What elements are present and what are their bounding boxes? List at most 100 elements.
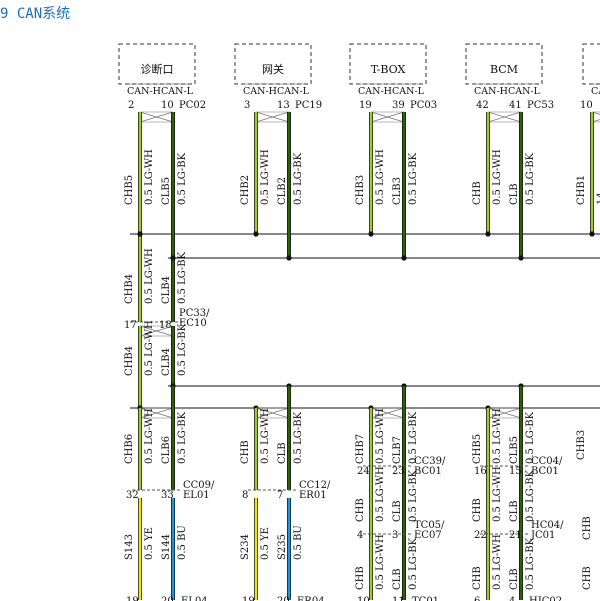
twist-top-b: [255, 111, 290, 123]
pin-number-h: 4: [357, 530, 363, 541]
mid-wire-l-name: CLB: [392, 500, 403, 522]
pin-number-l: 39: [392, 100, 405, 111]
junction-dot: [485, 231, 491, 237]
pin-number-l: 20: [161, 596, 174, 601]
top-wire-l-color: 0.5 LG-BK: [177, 152, 188, 205]
twist-lower-b: [370, 407, 405, 419]
top-wire-l-color: 0.5 LG-BK: [293, 152, 304, 205]
bottom-row-l-name: CLB: [509, 568, 520, 590]
trunk-wire-1-l-color: 0.5 LG-BK: [177, 251, 188, 304]
module-name: 网关: [262, 62, 284, 76]
pin-number-l: 18: [159, 320, 172, 331]
top-wire-h-name: CHB3: [355, 175, 366, 205]
pin-number-h: 2: [128, 100, 134, 111]
pin-number-l: 3: [392, 530, 398, 541]
junction-dot: [170, 255, 176, 261]
connector-id: PC03: [410, 100, 437, 111]
trunk-wire-2-h-color: 0.5 LG-WH: [144, 320, 155, 376]
lower-wire-h-name: CHB6: [124, 434, 135, 464]
lower-wire-h-color: 0.5 LG-WH: [144, 408, 155, 464]
connector-id: HC04/: [531, 520, 564, 531]
trunk-wire-2-h-name: CHB4: [124, 346, 135, 376]
bottom-row-l-color: 0.5 LG-BK: [525, 537, 536, 590]
lower-wire-l-name: CLB7: [392, 436, 403, 464]
pin-number-l: 4: [509, 596, 515, 601]
connector-id: ER01: [299, 490, 327, 501]
lower-wire-l-name: CLB: [277, 442, 288, 464]
lower-wire-h-name: CHB5: [472, 434, 483, 464]
bottom-wire-h-color: 0.5 YE: [144, 527, 155, 560]
lower-wire-l-color: 0.5 LG-BK: [293, 411, 304, 464]
pin-number-h: 19: [359, 100, 372, 111]
module-name: BCM: [490, 63, 518, 76]
pin-number-l: 10: [161, 100, 174, 111]
twist-top-a: [591, 111, 600, 115]
junction-dot: [286, 255, 292, 261]
connector-id: PC53: [527, 100, 554, 111]
pin-number-h: 10: [580, 100, 593, 111]
connector-id: CC12/: [299, 480, 331, 491]
connector-id: PC33/: [179, 308, 210, 319]
connector-id: EC10: [179, 318, 207, 329]
pin-name-l: CAN-L: [392, 86, 425, 97]
connector-id: JC01: [530, 530, 555, 541]
twist-top-b: [370, 111, 405, 123]
top-wire-h-name: CHB2: [240, 175, 251, 205]
pin-name-l: CAN-L: [161, 86, 194, 97]
junction-dot: [253, 231, 259, 237]
twist-lower-b: [487, 407, 522, 419]
bottom-row-l-name: CLB: [392, 568, 403, 590]
bottom-row-h-color: 0.5 LG-WH: [492, 534, 503, 590]
bottom-row-h-name: CHB: [472, 566, 483, 590]
connector-id: ER04: [297, 596, 325, 601]
twist-trunk-b: [139, 325, 174, 337]
junction-dot: [401, 255, 407, 261]
pin-name-h: CAN-H: [474, 86, 508, 97]
pin-name-l: CAN-L: [508, 86, 541, 97]
pin-name-h: CA: [591, 86, 600, 97]
lower-wire-h-name: CHB7: [355, 434, 366, 464]
pin-name-h: CAN-H: [127, 86, 161, 97]
mid-wire-l-color: 0.5 LG-BK: [408, 469, 419, 522]
pin-number-l: 7: [277, 490, 283, 501]
pin-number-h: 3: [244, 100, 250, 111]
connector-id: EL04: [181, 596, 208, 601]
connector-id: EC07: [414, 530, 442, 541]
pin-number-l: 20: [277, 596, 290, 601]
bottom-wire-h-color: 0.5 YE: [260, 527, 271, 560]
pin-number-l: 21: [509, 530, 522, 541]
connector-id: CC09/: [183, 480, 215, 491]
pin-number-l: 41: [509, 100, 522, 111]
pin-number-h: 16: [474, 466, 487, 477]
lower-wire-l-color: 0.5 LG-BK: [408, 411, 419, 464]
bottom-wire-l-color: 0.5 BU: [177, 525, 188, 560]
mid-wire-h-name: CHB: [472, 498, 483, 522]
top-wire-h-color: 0.5 LG-WH: [144, 149, 155, 205]
connector-id: BC01: [531, 466, 559, 477]
module-name: 诊断口: [141, 62, 174, 76]
lower-wire-h-color: 0.5 LG-WH: [492, 408, 503, 464]
lower-wire-l-color: 0.5 LG-BK: [525, 411, 536, 464]
twist-top-b: [591, 119, 600, 123]
mid-wire-l-name: CLB: [509, 500, 520, 522]
bottom-row-h-color: 0.5 LG-WH: [375, 534, 386, 590]
connector-id: TC01: [412, 596, 439, 601]
bottom-wire-l-name: S235: [277, 534, 288, 560]
pin-number-h: 32: [126, 490, 139, 501]
bottom-row-h-name: CHB: [355, 566, 366, 590]
pin-number-l: 13: [277, 100, 290, 111]
connector-id: BC01: [414, 466, 442, 477]
lower-wire-l-name: CLB6: [161, 436, 172, 464]
twist-lower-b: [139, 407, 174, 419]
bottom-wire-l-color: 0.5 BU: [293, 525, 304, 560]
bottom-row-l-color: 0.5 LG-BK: [408, 537, 419, 590]
top-wire-l-name: CLB2: [277, 177, 288, 205]
connector-id: TC05/: [414, 520, 445, 531]
top-wire-l-name: CLB3: [392, 177, 403, 205]
lower-wire-h-color: 0.5 LG-WH: [375, 408, 386, 464]
connector-id: PC19: [295, 100, 322, 111]
bottom-wire-h-name: S143: [124, 534, 135, 560]
mid-wire-h-name: CHB: [355, 498, 366, 522]
module-name: T-BOX: [371, 63, 406, 76]
junction-dot: [368, 231, 374, 237]
